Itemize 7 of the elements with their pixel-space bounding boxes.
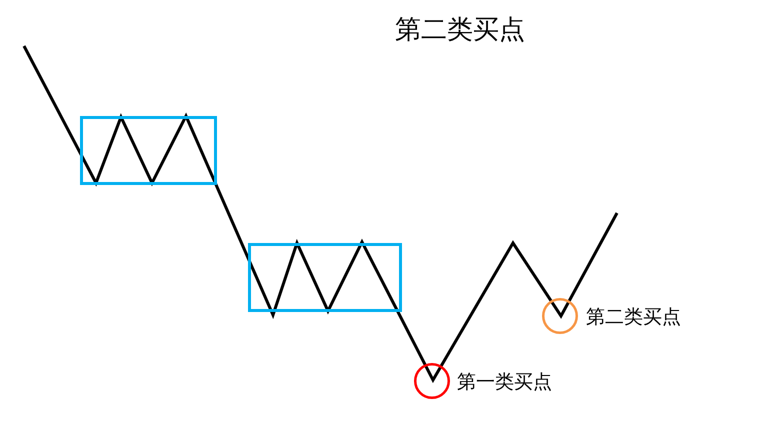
marker-circle <box>542 298 578 334</box>
buy-point-label: 第一类买点 <box>457 370 552 394</box>
pivot-box <box>80 116 217 185</box>
buy-point-label: 第二类买点 <box>586 305 681 329</box>
pivot-box <box>248 243 402 312</box>
marker-circle <box>414 363 450 399</box>
title: 第二类买点 <box>394 14 526 46</box>
